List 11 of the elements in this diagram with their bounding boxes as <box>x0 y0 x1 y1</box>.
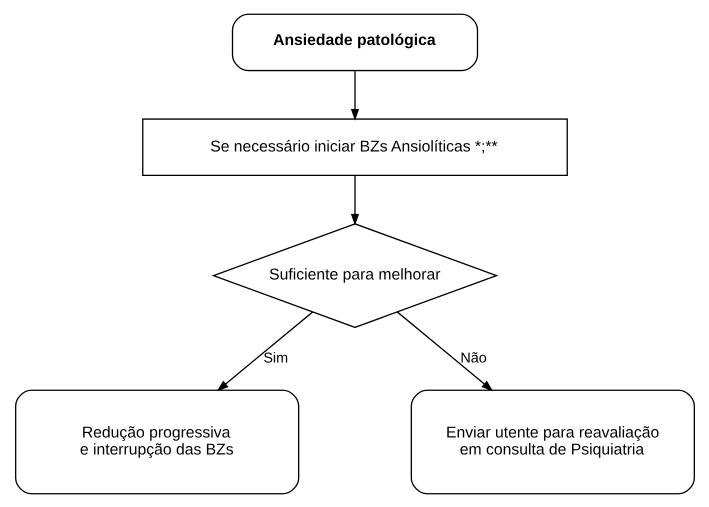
arrow <box>350 70 359 120</box>
edge-label: Não <box>460 350 486 366</box>
arrow <box>396 311 493 391</box>
node-box: Ansiedade patológica <box>231 13 478 71</box>
arrow <box>216 311 312 391</box>
node-box: Redução progressiva e interrupção das BZs <box>14 389 299 494</box>
node-box: Enviar utente para reavaliação em consulta de Psiquiatria <box>410 389 694 494</box>
arrow <box>350 175 359 226</box>
node-diamond: Suficiente para melhorar <box>211 222 498 328</box>
node-box: Se necessário iniciar BZs Ansiolíticas *;** <box>142 118 568 176</box>
edge-label: Sim <box>262 350 288 366</box>
